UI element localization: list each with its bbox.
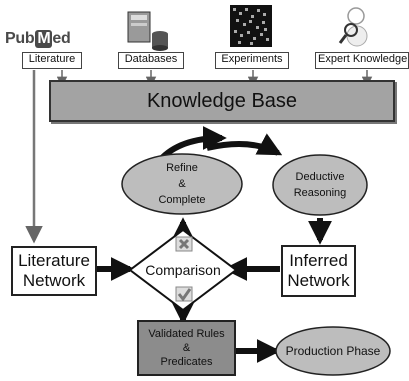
arrow-kb-to-deductive <box>206 133 283 156</box>
literature-network-box: Literature Network <box>11 246 97 296</box>
inferred-network-line-1: Inferred <box>289 251 348 270</box>
inferred-network-line-2: Network <box>287 271 350 290</box>
refine-ellipse <box>121 153 243 215</box>
source-experiments-label: Experiments <box>215 52 289 69</box>
database-server-icon <box>127 11 168 51</box>
validated-rules-box: Validated Rules & Predicates <box>137 320 236 376</box>
check-mark-icon <box>175 286 193 302</box>
production-ellipse <box>275 326 391 376</box>
deductive-ellipse <box>272 154 368 216</box>
deductive-reasoning-text: Deductive Reasoning <box>273 155 367 215</box>
deductive-line-2: Reasoning <box>293 187 347 199</box>
x-mark-icon <box>175 236 193 252</box>
pubmed-logo-m: M <box>35 30 53 48</box>
comparison-diamond <box>128 228 238 312</box>
validated-line-1: Validated Rules <box>148 328 225 340</box>
microarray-icon <box>230 5 272 47</box>
refine-line-2: & <box>178 178 186 190</box>
literature-network-line-2: Network <box>22 271 86 290</box>
source-literature-label: Literature <box>22 52 82 69</box>
knowledge-base-box: Knowledge Base <box>49 80 395 122</box>
refine-line-3: Complete <box>158 194 206 206</box>
deductive-line-1: Deductive <box>295 171 345 183</box>
source-databases-label: Databases <box>118 52 184 69</box>
validated-line-3: Predicates <box>160 356 213 368</box>
literature-network-line-1: Literature <box>18 251 90 270</box>
comparison-label: Comparison <box>145 262 221 278</box>
knowledge-base-label: Knowledge Base <box>146 89 298 112</box>
refine-complete-text: Refine & Complete <box>122 154 242 214</box>
refine-line-1: Refine <box>166 162 198 174</box>
source-expert-knowledge-label: Expert Knowledge <box>315 52 409 69</box>
validated-line-2: & <box>182 342 191 354</box>
inferred-network-box: Inferred Network <box>281 245 356 297</box>
production-phase-text: Production Phase <box>285 344 381 358</box>
magnifier-person-icon <box>338 7 368 47</box>
